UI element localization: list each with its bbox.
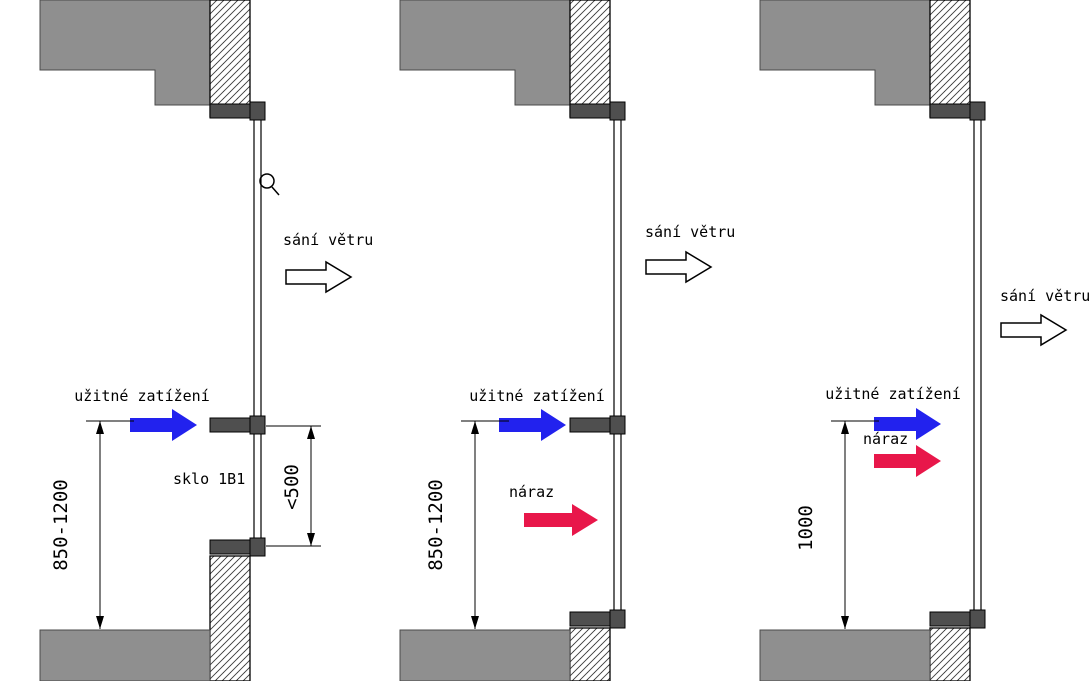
live-load-arrow	[874, 408, 941, 440]
clamp-top	[609, 101, 626, 121]
live-load-label: užitné zatížení	[74, 387, 209, 405]
live-load-label: užitné zatížení	[469, 387, 604, 405]
wall-lower	[209, 555, 251, 681]
bracket-mid	[569, 417, 612, 433]
glass-pane	[253, 109, 262, 554]
clamp-mid	[609, 415, 626, 435]
wall-lower	[569, 627, 611, 681]
wall-upper	[929, 0, 971, 118]
height-dim-label: 1000	[795, 505, 817, 551]
glass-pane	[613, 109, 622, 627]
clamp-bottom	[969, 609, 986, 629]
bracket-top	[569, 103, 612, 119]
wind-arrow	[285, 260, 353, 294]
wall-upper	[569, 0, 611, 118]
magnifier-icon	[259, 173, 280, 196]
height-dimension: 850-1200	[50, 420, 134, 629]
wall-lower	[929, 627, 971, 681]
ceiling-slab	[399, 0, 571, 106]
live-load-arrow	[130, 409, 197, 441]
live-load-arrow	[499, 409, 566, 441]
bracket-top	[929, 103, 972, 119]
glass-label: sklo 1B1	[173, 470, 245, 488]
wind-label: sání větru	[645, 223, 735, 241]
clamp-top	[249, 101, 266, 121]
bracket-bottom	[929, 611, 972, 627]
clamp-top	[969, 101, 986, 121]
impact-label: náraz	[509, 483, 554, 501]
width-dim-label: <500	[281, 464, 303, 510]
height-dim-label: 850-1200	[50, 479, 72, 571]
wind-arrow	[1000, 313, 1068, 347]
panel-3: sání větru užitné zatížení náraz 1000	[759, 0, 1089, 681]
glass-pane	[973, 109, 982, 627]
height-dim-label: 850-1200	[425, 479, 447, 571]
width-dimension: <500	[266, 425, 321, 547]
wall-upper	[209, 0, 251, 118]
clamp-bottom	[609, 609, 626, 629]
height-dimension: 850-1200	[425, 420, 509, 629]
bracket-top	[209, 103, 252, 119]
ceiling-slab	[759, 0, 931, 106]
impact-label: náraz	[863, 430, 908, 448]
wind-label: sání větru	[283, 231, 373, 249]
panel-1: sání větru užitné zatížení sklo 1B1 850-…	[39, 0, 373, 681]
floor-slab	[39, 629, 211, 681]
floor-slab	[759, 629, 931, 681]
height-dimension: 1000	[795, 420, 879, 629]
live-load-label: užitné zatížení	[825, 385, 960, 403]
floor-slab	[399, 629, 571, 681]
clamp-mid	[249, 415, 266, 435]
wind-label: sání větru	[1000, 287, 1089, 305]
impact-arrow	[524, 504, 598, 536]
wind-arrow	[645, 250, 713, 284]
ceiling-slab	[39, 0, 211, 106]
clamp-bottom	[249, 537, 266, 557]
impact-arrow	[874, 445, 941, 477]
bracket-bottom	[569, 611, 612, 627]
panel-2: sání větru užitné zatížení náraz 850-120…	[399, 0, 735, 681]
bracket-bottom	[209, 539, 252, 555]
bracket-mid	[209, 417, 252, 433]
